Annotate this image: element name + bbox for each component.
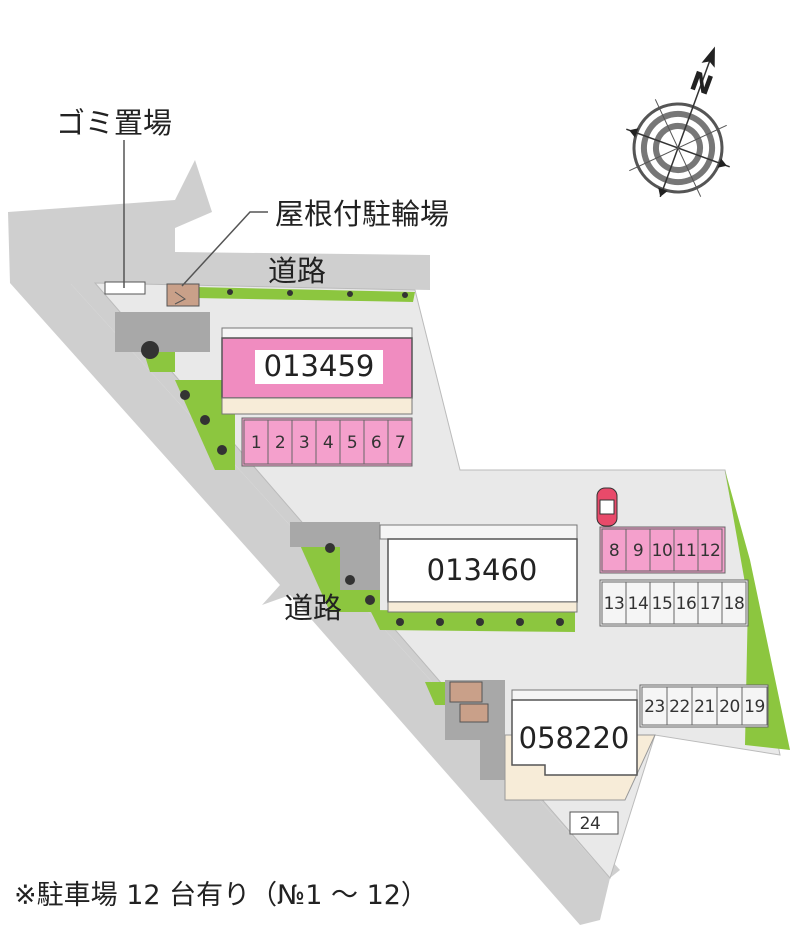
parking-slot-24: 24 <box>569 811 619 835</box>
parking-slot-number: 11 <box>676 541 697 561</box>
parking-slot-5 <box>339 419 365 465</box>
parking-footnote: ※駐車場 12 台有り（№1 ～ 12） <box>14 880 428 911</box>
parking-slot-number: 1 <box>251 433 261 453</box>
building-label-058220: 058220 <box>519 721 630 755</box>
garbage-area <box>104 140 146 295</box>
parking-slot-number: 15 <box>652 594 673 614</box>
parking-slot-19 <box>741 686 768 726</box>
trees <box>141 289 564 626</box>
parking-slot-number: 4 <box>323 433 333 453</box>
parking-slot-18 <box>721 581 747 625</box>
parking-slot-8 <box>601 528 627 572</box>
parking-slot-number: 23 <box>644 697 665 717</box>
parking-slot-number: 5 <box>347 433 357 453</box>
parking-slot-4 <box>315 419 341 465</box>
parking-slot-23 <box>641 686 668 726</box>
parking-slot-number: 18 <box>724 594 745 614</box>
parking-slot-10 <box>649 528 675 572</box>
parking-slot-number: 16 <box>676 594 697 614</box>
garbage-label: ゴミ置場 <box>56 106 172 140</box>
parking-slot-number: 6 <box>371 433 381 453</box>
bike-shelter-label: 屋根付駐輪場 <box>275 197 449 231</box>
parking-slot-12 <box>697 528 723 572</box>
parking-slot-22 <box>666 686 693 726</box>
car-icon <box>596 487 618 527</box>
parking-slot-21 <box>691 686 718 726</box>
parking-slot-11 <box>673 528 699 572</box>
parking-slot-17 <box>697 581 723 625</box>
parking-slot-6 <box>363 419 389 465</box>
svg-text:24: 24 <box>580 814 601 834</box>
north-label: N <box>686 66 717 102</box>
parking-slot-number: 9 <box>633 541 643 561</box>
parking-slot-number: 12 <box>700 541 721 561</box>
building-label-013460: 013460 <box>427 553 538 587</box>
building-label-013459: 013459 <box>264 349 375 383</box>
parking-slot-number: 21 <box>694 697 715 717</box>
parking-slot-2 <box>267 419 293 465</box>
road-label-top: 道路 <box>268 254 326 288</box>
parking-slot-number: 17 <box>700 594 721 614</box>
parking-slot-number: 13 <box>604 594 625 614</box>
parking-slot-16 <box>673 581 699 625</box>
building-013459: 013459 <box>221 327 413 415</box>
building-058220: 058220 <box>504 689 656 801</box>
parking-slot-number: 10 <box>652 541 673 561</box>
parking-slot-13 <box>601 581 627 625</box>
bike-shelter <box>166 211 489 723</box>
compass-icon: N <box>626 46 730 198</box>
parking-slot-number: 2 <box>275 433 285 453</box>
parking-slot-14 <box>625 581 651 625</box>
building-013460: 013460 <box>379 524 578 613</box>
road-top <box>8 160 430 290</box>
parking-slot-number: 7 <box>395 433 405 453</box>
parking-slot-number: 8 <box>609 541 619 561</box>
parking-slot-number: 14 <box>628 594 649 614</box>
parking-slot-number: 3 <box>299 433 309 453</box>
parking-slot-number: 22 <box>669 697 690 717</box>
road-label-left: 道路 <box>284 591 342 625</box>
parking-slot-9 <box>625 528 651 572</box>
parking-slot-7 <box>387 419 413 465</box>
parking-slot-number: 20 <box>719 697 740 717</box>
parking-slot-number: 19 <box>744 697 765 717</box>
